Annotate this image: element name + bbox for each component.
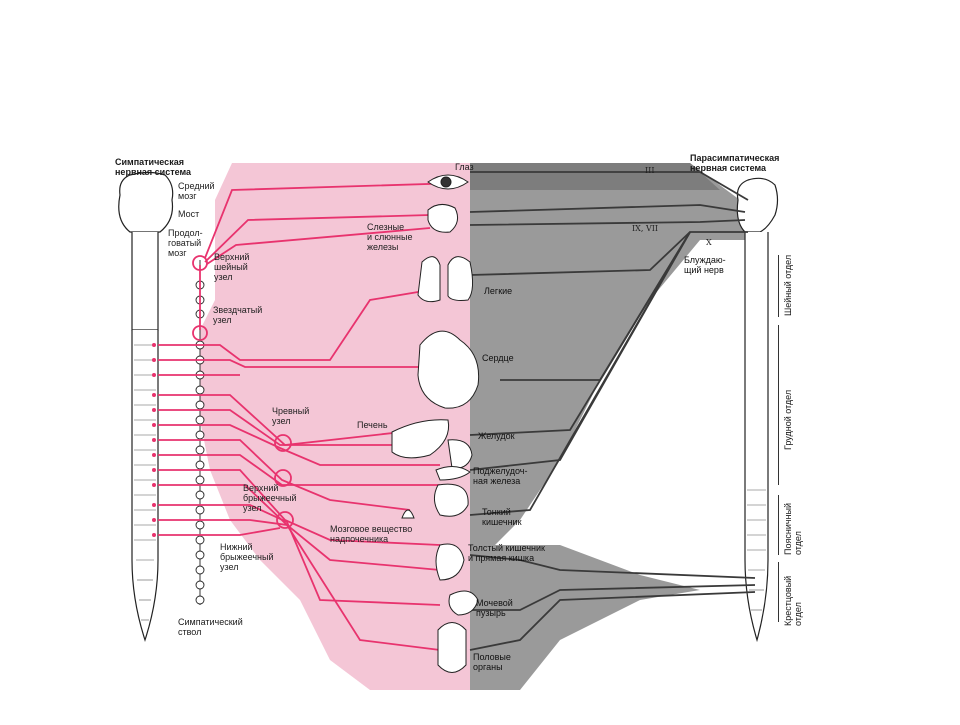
midbrain-label: Средний мозг [178,181,215,201]
stellate-ganglion-label: Звездчатый узел [213,305,263,325]
sympathetic-spinal-cord [118,171,174,642]
nerve-x-label: X [706,238,712,247]
thoracic-section-label: Грудной отдел [783,389,793,450]
cervical-section-label: Шейный отдел [783,254,793,316]
adrenal-icon [401,509,415,519]
heart-icon [417,330,480,409]
inferior-mesenteric-ganglion-label: Нижний брыжеечный узел [220,542,274,572]
pons-label: Мост [178,209,200,219]
lumbar-bracket [778,495,782,555]
parasympathetic-spinal-cord [736,177,779,643]
large-intestine-label: Толстый кишечник и прямая кишка [468,543,545,563]
stomach-label: Желудок [478,431,515,441]
pancreas-icon [435,466,471,481]
eye-label: Глаз [455,162,474,172]
cervical-bracket [778,255,782,317]
small-intestine-label: Тонкий кишечник [482,507,522,527]
sacral-bracket [778,562,782,622]
organ-icons [391,174,480,673]
lumbar-section-label: Поясничный отдел [783,502,803,555]
liver-label: Печень [357,420,388,430]
lungs-label: Легкие [484,286,513,296]
sympathetic-title: Симпатическая нервная система [115,157,192,177]
heart-label: Сердце [482,353,514,363]
vagus-nerve-label: Блуждаю- щий нерв [684,255,726,275]
superior-cervical-ganglion-label: Верхний шейный узел [214,252,250,282]
sacral-section-label: Крестцовый отдел [783,575,803,626]
lungs-icon [417,256,474,303]
sympathetic-fibers [158,182,461,651]
celiac-ganglion-label: Чревный узел [272,406,310,426]
superior-mesenteric-ganglion-label: Верхний брыжеечный узел [243,483,297,513]
parasympathetic-fibers [469,171,756,651]
parasympathetic-zone-dark [470,163,720,190]
genitals-icon [437,622,467,673]
bladder-icon [448,590,479,616]
glands-icon [427,204,459,233]
intestine-icon [434,483,469,517]
parasympathetic-zone [470,163,760,690]
pancreas-label: Поджелудоч- ная железа [473,466,528,486]
liver-icon [391,419,450,459]
glands-label: Слезные и слюнные железы [367,222,413,252]
parasympathetic-title: Парасимпатическая нервная система [690,153,780,173]
sympathetic-fiber-origins [152,343,156,537]
nerve-iii-label: III [645,166,655,175]
bladder-label: Мочевой пузырь [476,598,513,618]
thoracic-bracket [778,325,782,485]
nerve-ix-vii-label: IX, VII [632,224,659,233]
adrenal-medulla-label: Мозговое вещество надпочечника [330,524,413,544]
large-intestine-icon [435,543,465,581]
medulla-label: Продол- говатый мозг [168,228,203,258]
sympathetic-trunk-label: Симпатический ствол [178,617,243,637]
genitals-label: Половые органы [473,652,511,672]
